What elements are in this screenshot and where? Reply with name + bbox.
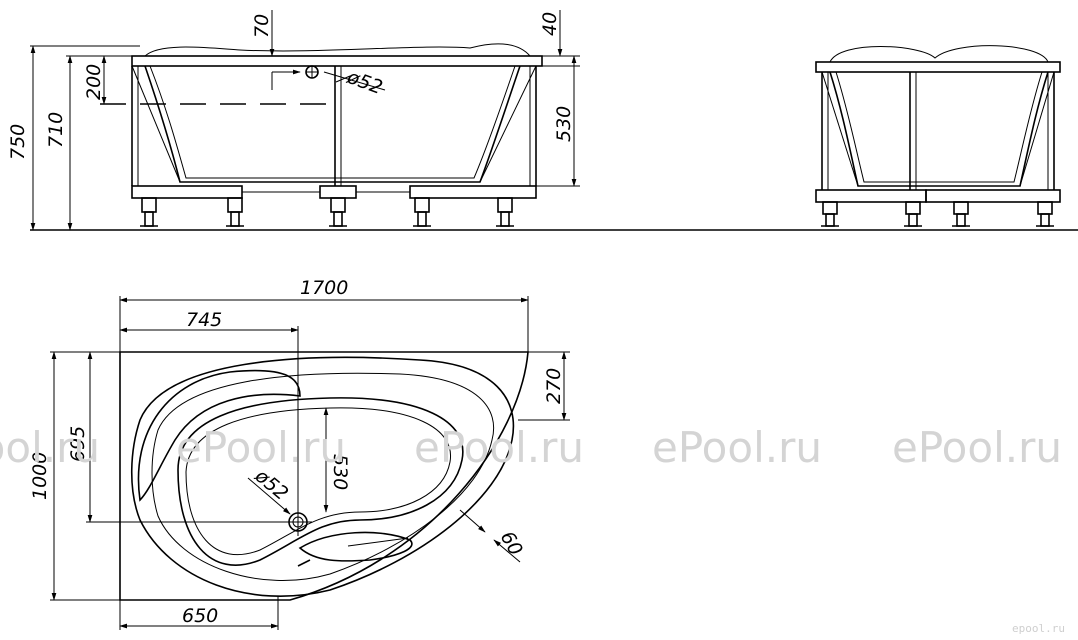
dim-corner-offset: 270 [543,368,565,404]
plan-view-dimensions [50,296,570,630]
side-view [100,43,543,227]
watermark-row: ePool.ru ePool.ru ePool.ru ePool.ru ePoo… [0,423,1062,472]
watermark: ePool.ru [892,423,1062,472]
dim-width: 1000 [29,452,51,500]
dim-drain-offset-x: 745 [186,309,222,331]
dim-inner-height: 710 [45,112,67,148]
dim-inner-width: 695 [67,426,89,462]
dim-length: 1700 [300,277,348,299]
dim-tub-depth: 530 [553,106,575,142]
dim-overflow-depth: 200 [83,64,105,100]
dim-bottom-offset: 650 [182,605,218,627]
plan-view [119,351,529,601]
dim-rim-thickness: 40 [539,12,561,36]
site-logo: epool.ru [1012,622,1065,635]
dim-rim-width: 60 [496,528,527,560]
dim-drain-diameter-side: ø52 [343,66,385,99]
dim-total-height: 750 [7,124,29,160]
watermark: ePool.ru [0,423,100,472]
dim-rim-to-overflow: 70 [251,14,273,38]
watermark: ePool.ru [176,423,346,472]
watermark: ePool.ru [414,423,584,472]
dim-basin-depth: 530 [329,454,351,490]
front-view [815,45,1061,227]
watermark: ePool.ru [652,423,822,472]
side-view-dimensions [30,10,580,231]
